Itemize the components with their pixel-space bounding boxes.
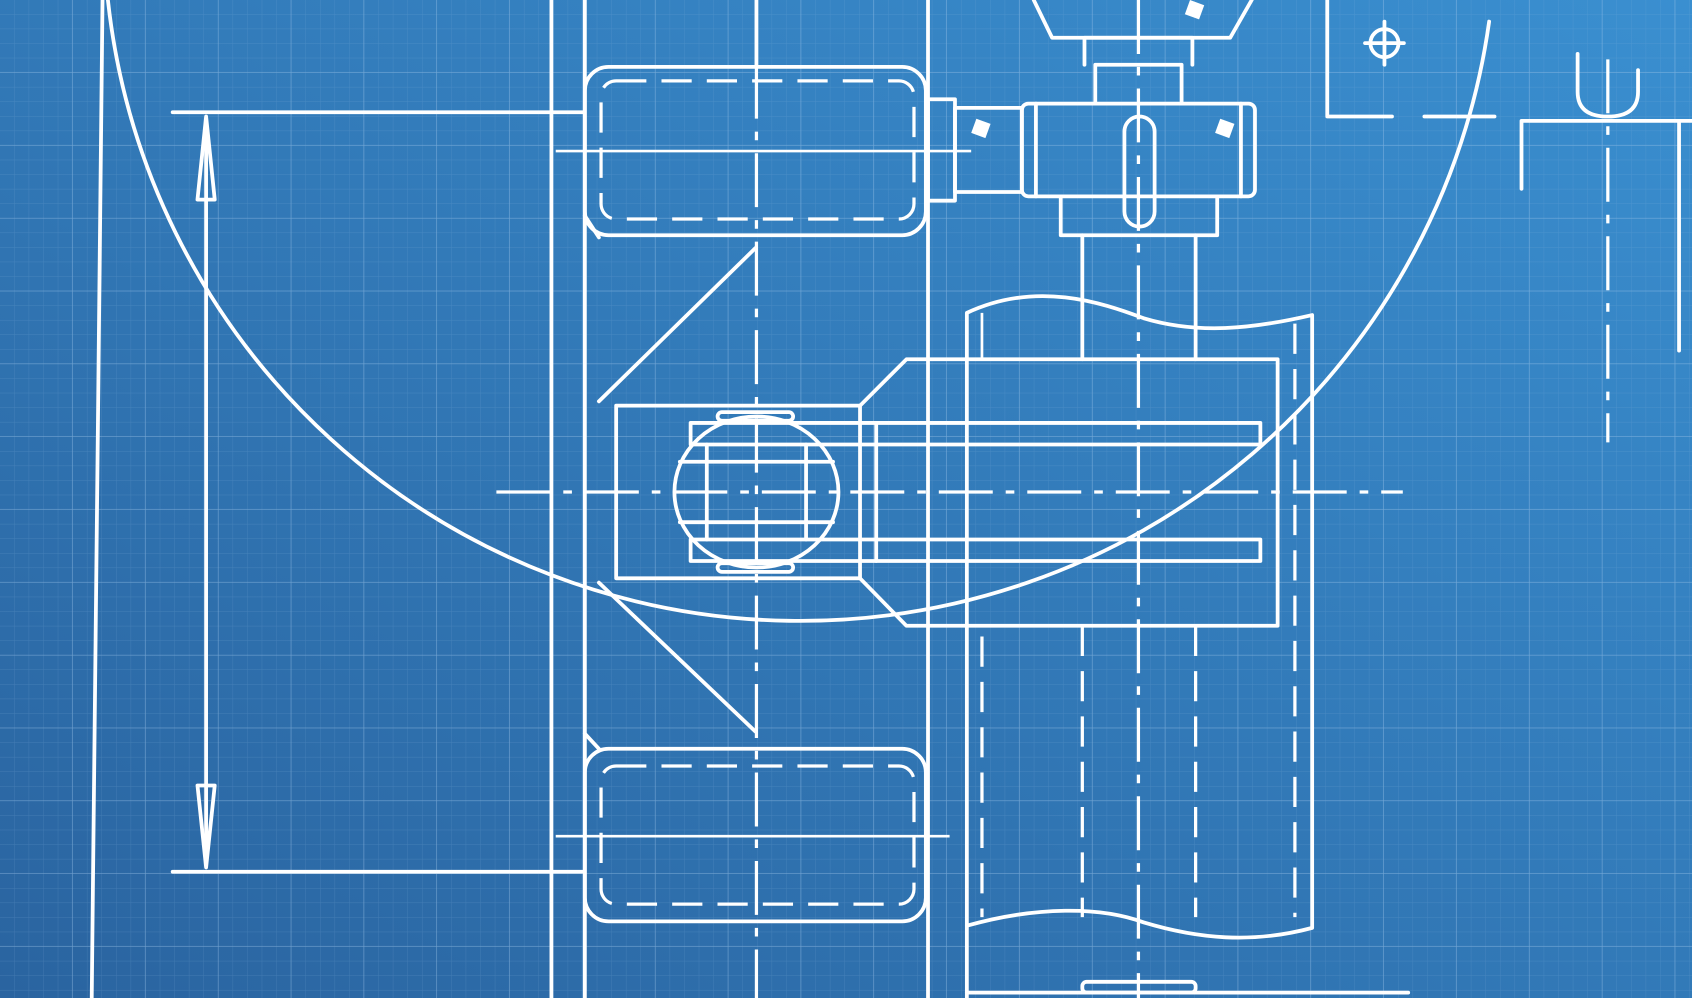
left-border-line: [89, 0, 105, 998]
bottom-roller: [555, 731, 950, 924]
diagonal-lower: [597, 580, 758, 734]
corner-bracket: [1325, 0, 1394, 119]
slider-assembly: [614, 357, 1280, 628]
crosshair-symbol: [1363, 19, 1406, 67]
cylinder: [964, 0, 1411, 998]
diagonal-upper: [597, 246, 758, 404]
dimension-line: [170, 110, 585, 874]
top-roller: [555, 65, 972, 240]
fork-symbol: [1519, 52, 1692, 443]
gearbox: [926, 0, 1257, 238]
large-arc: [106, 0, 1492, 623]
